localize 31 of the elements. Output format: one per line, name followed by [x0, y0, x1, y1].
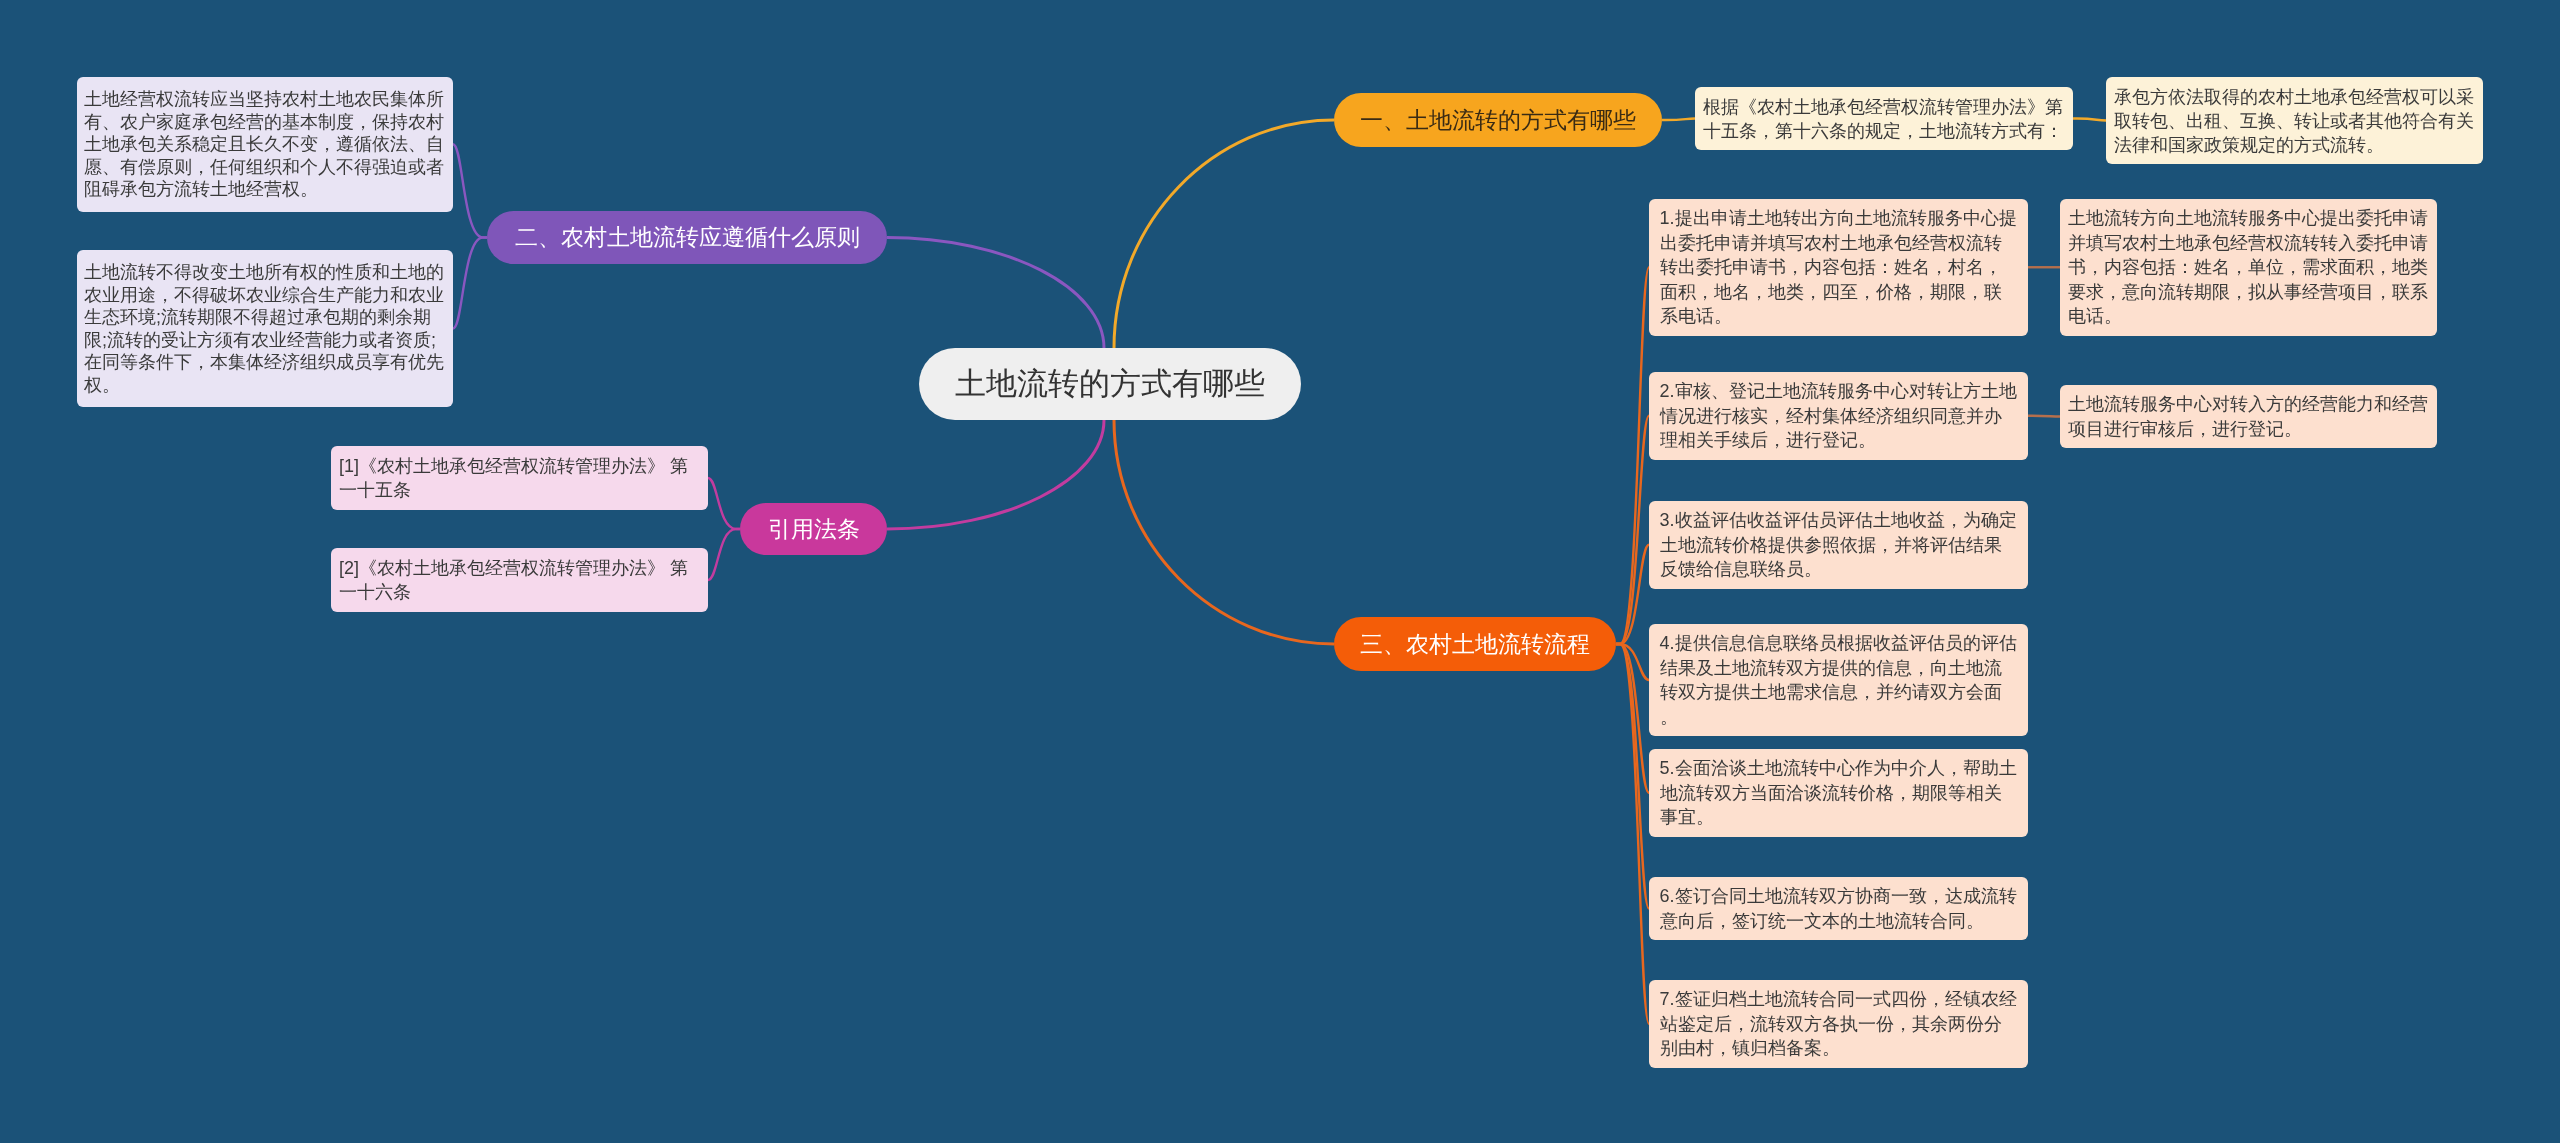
note-card: 6.签订合同土地流转双方协商一致，达成流转意向后，签订统一文本的土地流转合同。 [1649, 877, 2028, 940]
connector-line [886, 236, 1106, 349]
note-card: [1]《农村土地承包经营权流转管理办法》 第一十五条 [331, 446, 708, 510]
note-card: 根据《农村土地承包经营权流转管理办法》第十五条，第十六条的规定，土地流转方式有： [1695, 87, 2073, 150]
central-topic: 土地流转的方式有哪些 [919, 348, 1301, 420]
branch-topic: 引用法条 [740, 503, 887, 555]
branch-topic: 一、土地流转的方式有哪些 [1334, 93, 1662, 147]
branch-topic: 三、农村土地流转流程 [1334, 617, 1616, 671]
note-card: 土地流转服务中心对转入方的经营能力和经营项目进行审核后，进行登记。 [2060, 385, 2437, 448]
note-card: 3.收益评估收益评估员评估土地收益，为确定土地流转价格提供参照依据，并将评估结果反馈给信息联络员。 [1649, 501, 2028, 589]
note-card: 1.提出申请土地转出方向土地流转服务中心提出委托申请并填写农村土地承包经营权流转转出委托申请书，内容包括：姓名，村名，面积，地名，地类，四至，价格，期限，联系电话。 [1649, 199, 2028, 336]
connector-line [707, 527, 740, 582]
note-card: 4.提供信息信息联络员根据收益评估员的评估结果及土地流转双方提供的信息，向土地流转双方提供土地需求信息，并约请双方会面。 [1649, 624, 2028, 736]
note-card: 7.签证归档土地流转合同一式四份，经镇农经站鉴定后，流转双方各执一份，其余两份分别由村，镇归档备案。 [1649, 980, 2028, 1068]
connector-line [1112, 419, 1335, 646]
branch-topic: 二、农村土地流转应遵循什么原则 [487, 211, 887, 264]
connector-line [452, 236, 487, 330]
connector-line [1112, 118, 1335, 349]
connector-line [2073, 117, 2107, 122]
connector-line [1662, 117, 1696, 122]
note-card: 土地流转方向土地流转服务中心提出委托申请并填写农村土地承包经营权流转转入委托申请书，内容包括：姓名，单位，需求面积，地类要求，意向流转期限，拟从事经营项目，联系电话。 [2060, 199, 2437, 336]
note-card: 2.审核、登记土地流转服务中心对转让方土地情况进行核实，经村集体经济组织同意并办理相关手续后，进行登记。 [1649, 372, 2028, 460]
note-card: 土地流转不得改变土地所有权的性质和土地的农业用途，不得破坏农业综合生产能力和农业生态环境;流转期限不得超过承包期的剩余期限;流转的受让方须有农业经营能力或者资质;在同等条件下，本集体经济组织成员享有优先权。 [77, 250, 453, 407]
note-card: 5.会面洽谈土地流转中心作为中介人，帮助土地流转双方当面洽谈流转价格，期限等相关事宜。 [1649, 749, 2028, 837]
connector-line [2028, 414, 2060, 418]
connector-line [2028, 266, 2060, 269]
note-card: 承包方依法取得的农村土地承包经营权可以采取转包、出租、互换、转让或者其他符合有关法律和国家政策规定的方式流转。 [2106, 77, 2483, 164]
connector-line [886, 419, 1106, 531]
connector-line [1616, 642, 1651, 1025]
note-card: 土地经营权流转应当坚持农村土地农民集体所有、农户家庭承包经营的基本制度，保持农村土地承包关系稳定且长久不变，遵循依法、自愿、有偿原则，任何组织和个人不得强迫或者阻碍承包方流转土地经营权。 [77, 77, 453, 212]
note-card: [2]《农村土地承包经营权流转管理办法》 第一十六条 [331, 548, 708, 612]
